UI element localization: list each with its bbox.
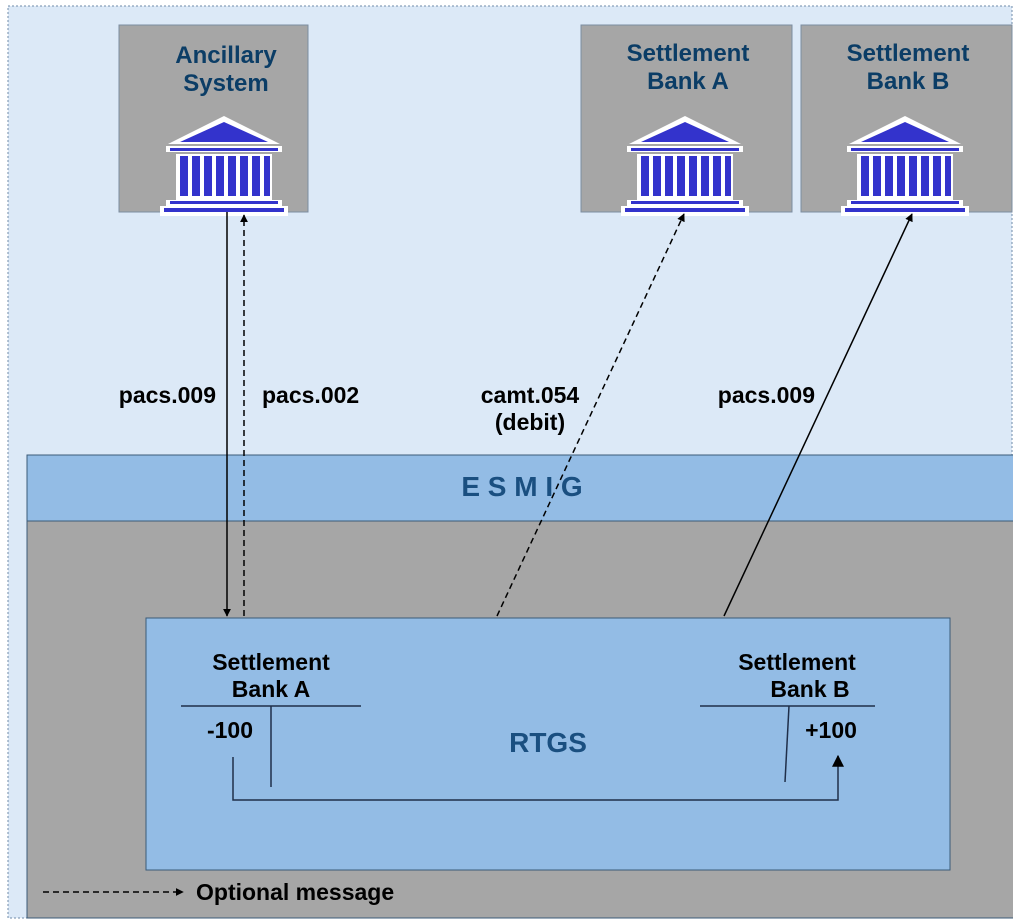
esmig-band [26,454,1013,522]
account-amount: +100 [805,717,857,743]
account-title-line2: Bank B [770,676,849,702]
account-amount: -100 [207,717,253,743]
participant-title-line1: Settlement [847,40,970,67]
t-account-settlement-bank-b: Settlement Bank B +100 [700,649,875,783]
participant-settlement-bank-a: Settlement Bank A [580,24,793,216]
esmig-label: E S M I G [461,471,582,502]
t-account-settlement-bank-a: Settlement Bank A -100 [181,649,361,787]
label-pacs009-in: pacs.009 [119,382,216,408]
participant-settlement-bank-b: Settlement Bank B [800,24,1013,216]
participant-ancillary-system: Ancillary System [118,24,309,216]
rtgs-label: RTGS [509,727,587,758]
account-title-line2: Bank A [232,676,310,702]
legend: Optional message [43,879,394,905]
participant-title-line1: Ancillary [175,42,277,69]
label-debit: (debit) [495,409,565,435]
transfer-arrow [232,754,844,801]
participant-title-line1: Settlement [627,40,750,67]
account-title-line1: Settlement [738,649,856,675]
participant-title-line2: Bank A [647,68,729,95]
legend-label: Optional message [196,879,394,905]
rtgs-box [145,617,951,871]
participant-title-line2: Bank B [867,68,950,95]
label-pacs002: pacs.002 [262,382,359,408]
arrow-camt054-rtgs-to-bank-a [496,213,685,617]
arrow-pacs009-rtgs-to-bank-b [723,213,913,617]
label-camt054: camt.054 [481,382,580,408]
participant-title-line2: System [183,70,268,97]
label-pacs009-out: pacs.009 [718,382,815,408]
account-title-line1: Settlement [212,649,330,675]
